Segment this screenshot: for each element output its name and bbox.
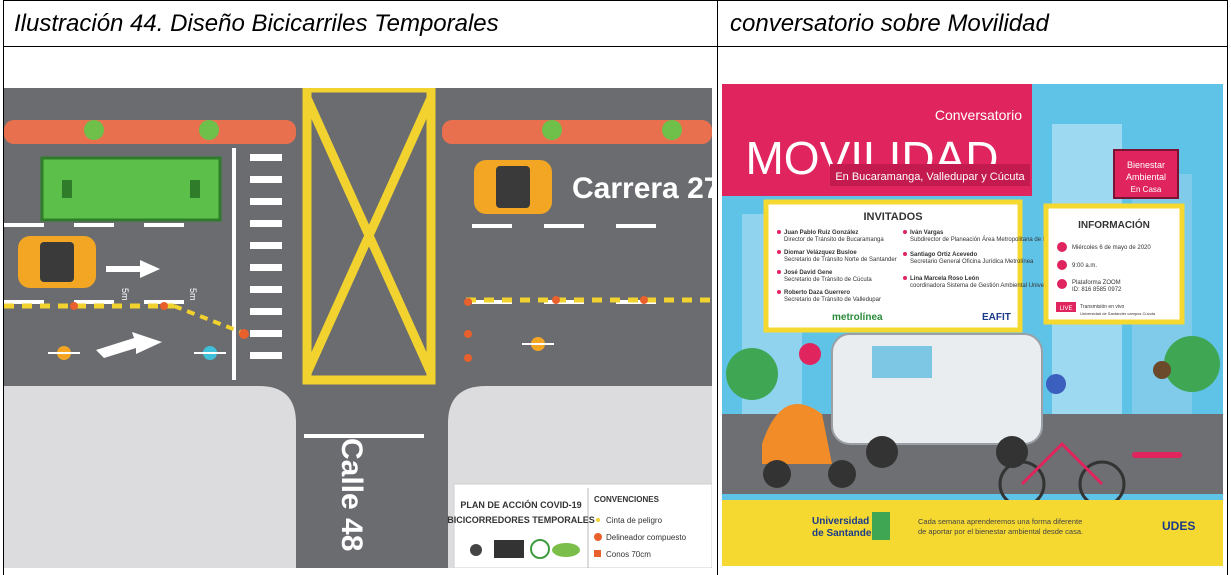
bike-lane-drawing: 5m 5m Carrera 27 Calle 48 PLAN DE ACCIÓN… [4,88,712,568]
footer-logo-right: UDES [1162,519,1195,533]
live-text-1: Transmisión en vivo [1080,304,1124,310]
info-title: INFORMACIÓN [1078,218,1150,231]
guest-role-5: Subdirector de Planeación Área Metropoli… [910,236,1081,243]
logo-metrolinea: metrolínea [832,312,883,323]
measure-label-2: 5m [188,288,198,301]
guest-name-5: Iván Vargas [910,230,944,236]
caption-right: conversatorio sobre Movilidad [730,10,1049,37]
guest-name-3: José David Gene [784,270,833,276]
footer-text-1: Cada semana aprenderemos una forma difer… [918,517,1082,526]
info-date: Miércoles 6 de mayo de 2020 [1072,245,1151,251]
table-border-left [3,0,4,575]
guests-title: INVITADOS [863,211,922,223]
guest-name-4: Roberto Daza Guerrero [784,290,850,296]
footer-text-2: de aportar por el bienestar ambiental de… [918,527,1083,536]
sign-line-2: Ambiental [1126,172,1166,182]
convention-item-3: Conos 70cm [606,550,651,559]
guest-role-6: Secretario General Oficina Jurídica Metr… [910,259,1034,265]
conventions-title: CONVENCIONES [594,495,660,504]
convention-item-2: Delineador compuesto [606,533,687,542]
convention-item-1: Cinta de peligro [606,516,663,525]
live-text-2: Universidad de Santander campus Cúcuta [1080,311,1156,316]
mobility-poster-image: Conversatorio MOVILIDAD En Bucaramanga, … [722,84,1223,566]
live-badge: LIVE [1059,306,1072,312]
guest-role-3: Secretario de Tránsito de Cúcuta [784,277,872,283]
guest-name-2: Diomar Velázquez Busloe [784,250,857,256]
street-name-carrera: Carrera 27 [572,172,712,205]
table-border-middle [717,0,718,575]
footer-logo-left-1: Universidad [812,516,869,527]
guest-role-7: coordinadora Sistema de Gestión Ambienta… [910,283,1079,289]
table-border-right [1227,0,1228,575]
info-time: 9:00 a.m. [1072,263,1097,269]
info-platform: Plataforma ZOOM [1072,280,1121,286]
measure-label-1: 5m [120,288,130,301]
bike-lane-design-image: 5m 5m Carrera 27 Calle 48 PLAN DE ACCIÓN… [4,88,712,568]
table-border-row [3,46,1228,47]
partner-logos-icon [470,539,580,559]
guest-role-2: Secretario de Tránsito Norte de Santande… [784,257,897,263]
footer-logo-left-2: de Santander [812,528,875,539]
sign-line-3: En Casa [1131,185,1162,194]
mobility-poster-drawing: Conversatorio MOVILIDAD En Bucaramanga, … [722,84,1223,566]
caption-left: Ilustración 44. Diseño Bicicarriles Temp… [14,10,499,37]
poster-subtitle: En Bucaramanga, Valledupar y Cúcuta [835,171,1025,183]
poster-kicker: Conversatorio [935,107,1022,123]
plan-title-line1: PLAN DE ACCIÓN COVID-19 [460,499,581,510]
guest-name-7: Lina Marcela Roso León [910,276,979,282]
table-border-top [3,0,1228,1]
guest-role-1: Director de Tránsito de Bucaramanga [784,237,884,243]
plan-title-line2: BICICORREDORES TEMPORALES [447,515,595,525]
sign-line-1: Bienestar [1127,160,1165,170]
street-name-calle: Calle 48 [335,438,368,551]
guest-name-1: Juan Pablo Ruiz González [784,230,858,236]
info-meeting-id: ID: 816 8585 0972 [1072,287,1122,293]
guest-role-4: Secretario de Tránsito de Valledupar [784,297,881,303]
guest-name-6: Santiago Ortiz Acevedo [910,252,977,258]
logo-eafit: EAFIT [982,312,1011,323]
